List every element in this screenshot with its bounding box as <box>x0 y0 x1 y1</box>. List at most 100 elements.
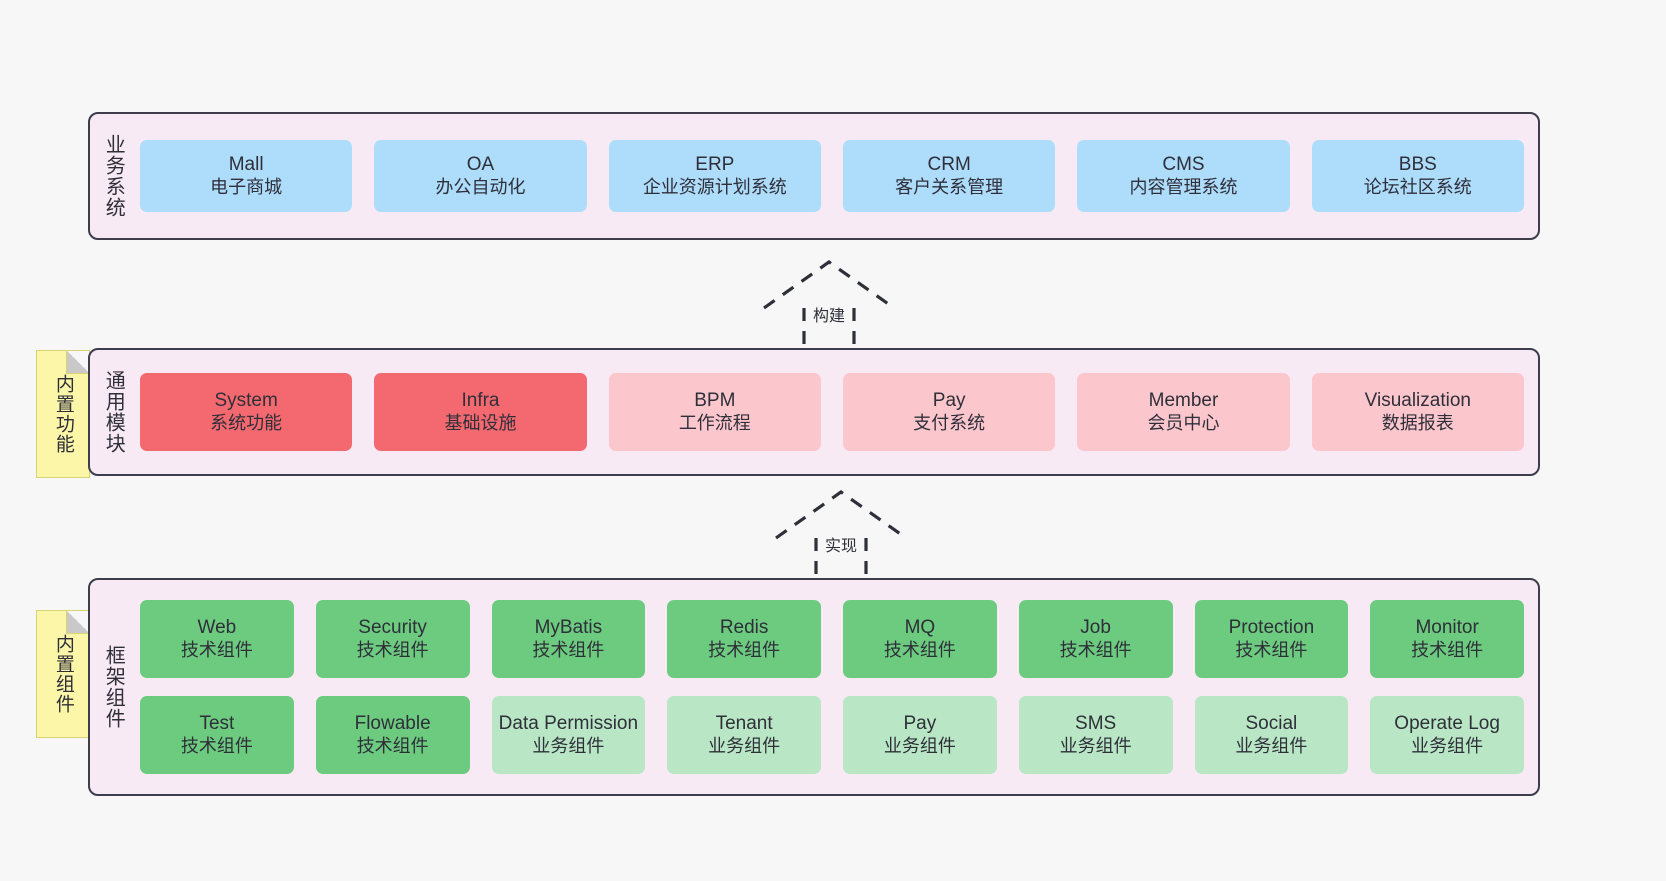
box-label-cn: 电子商城 <box>210 176 283 197</box>
box-label-cn: 技术组件 <box>1411 639 1484 660</box>
box-sms[interactable]: SMS 业务组件 <box>1018 696 1173 774</box>
box-label-en: Pay <box>903 713 937 735</box>
box-label-cn: 数据报表 <box>1381 412 1454 433</box>
box-label-en: Web <box>197 617 237 639</box>
layer-row: System 系统功能 Infra 基础设施 BPM 工作流程 Pay 支付系统… <box>140 373 1524 451</box>
box-monitor[interactable]: Monitor 技术组件 <box>1370 600 1524 678</box>
arrow-head-outline <box>775 490 907 540</box>
box-label-cn: 支付系统 <box>913 412 986 433</box>
layer-common-module[interactable]: 通用模块 System 系统功能 Infra 基础设施 BPM 工作流程 Pay… <box>88 348 1540 476</box>
box-label-cn: 办公自动化 <box>435 176 526 197</box>
box-mybatis[interactable]: MyBatis 技术组件 <box>491 600 646 678</box>
box-test[interactable]: Test 技术组件 <box>140 696 294 774</box>
box-label-en: Visualization <box>1364 390 1471 412</box>
box-label-cn: 工作流程 <box>678 412 751 433</box>
box-label-cn: 业务组件 <box>1235 735 1308 756</box>
box-visualization[interactable]: Visualization 数据报表 <box>1311 373 1524 451</box>
box-label-en: SMS <box>1075 713 1117 735</box>
box-infra[interactable]: Infra 基础设施 <box>374 373 587 451</box>
note-label: 内置组件 <box>52 634 74 714</box>
box-mq[interactable]: MQ 技术组件 <box>843 600 997 678</box>
layer-title-common-module: 通用模块 <box>102 370 125 454</box>
box-oa[interactable]: OA 办公自动化 <box>374 140 587 212</box>
box-label-cn: 技术组件 <box>356 639 429 660</box>
box-label-en: Tenant <box>715 713 773 735</box>
box-label-cn: 基础设施 <box>444 412 517 433</box>
layer-row: Mall 电子商城 OA 办公自动化 ERP 企业资源计划系统 CRM 客户关系… <box>140 140 1524 212</box>
box-cms[interactable]: CMS 内容管理系统 <box>1077 140 1290 212</box>
box-web[interactable]: Web 技术组件 <box>140 600 294 678</box>
box-label-en: Member <box>1148 390 1219 412</box>
box-operate-log[interactable]: Operate Log 业务组件 <box>1370 696 1524 774</box>
box-label-en: MyBatis <box>534 617 603 639</box>
arrow-head-outline <box>763 260 895 310</box>
box-label-cn: 系统功能 <box>210 412 283 433</box>
box-data-permission[interactable]: Data Permission 业务组件 <box>491 696 646 774</box>
box-label-en: Flowable <box>354 713 431 735</box>
box-label-en: Job <box>1080 617 1111 639</box>
box-label-cn: 技术组件 <box>1235 639 1308 660</box>
box-label-cn: 业务组件 <box>1059 735 1132 756</box>
layer-row: Test 技术组件 Flowable 技术组件 Data Permission … <box>140 696 1524 774</box>
box-job[interactable]: Job 技术组件 <box>1018 600 1173 678</box>
box-tenant[interactable]: Tenant 业务组件 <box>667 696 821 774</box>
layer-title-business-system: 业务系统 <box>102 134 125 218</box>
box-label-cn: 技术组件 <box>180 639 253 660</box>
box-bbs[interactable]: BBS 论坛社区系统 <box>1311 140 1524 212</box>
box-label-en: Social <box>1245 713 1298 735</box>
box-label-en: MQ <box>904 617 936 639</box>
box-label-cn: 论坛社区系统 <box>1363 176 1472 197</box>
box-system[interactable]: System 系统功能 <box>140 373 353 451</box>
note-label: 内置功能 <box>52 374 74 454</box>
layer-title-framework-component: 框架组件 <box>102 645 125 729</box>
box-label-en: OA <box>466 154 495 176</box>
box-redis[interactable]: Redis 技术组件 <box>667 600 821 678</box>
box-label-en: Operate Log <box>1394 713 1500 735</box>
box-pay[interactable]: Pay 支付系统 <box>842 373 1056 451</box>
box-label-en: Test <box>199 713 235 735</box>
box-label-cn: 会员中心 <box>1147 412 1220 433</box>
box-label-en: CRM <box>927 154 971 176</box>
box-label-cn: 企业资源计划系统 <box>642 176 787 197</box>
box-label-cn: 业务组件 <box>708 735 781 756</box>
box-social[interactable]: Social 业务组件 <box>1194 696 1349 774</box>
box-label-cn: 客户关系管理 <box>895 176 1004 197</box>
layer-body-business-system: Mall 电子商城 OA 办公自动化 ERP 企业资源计划系统 CRM 客户关系… <box>136 114 1538 238</box>
box-label-cn: 业务组件 <box>532 735 605 756</box>
box-flowable[interactable]: Flowable 技术组件 <box>315 696 470 774</box>
box-security[interactable]: Security 技术组件 <box>315 600 470 678</box>
box-bpm[interactable]: BPM 工作流程 <box>608 373 821 451</box>
layer-business-system[interactable]: 业务系统 Mall 电子商城 OA 办公自动化 ERP 企业资源计划系统 CRM… <box>88 112 1540 240</box>
note-builtin-component[interactable]: 内置组件 <box>36 610 90 738</box>
box-label-en: System <box>214 390 278 412</box>
box-label-en: ERP <box>695 154 735 176</box>
uml-arrow-implement: 实现 <box>766 486 916 586</box>
box-pay-business[interactable]: Pay 业务组件 <box>843 696 997 774</box>
box-label-cn: 业务组件 <box>883 735 956 756</box>
box-label-cn: 技术组件 <box>356 735 429 756</box>
box-label-en: Monitor <box>1415 617 1479 639</box>
box-label-cn: 内容管理系统 <box>1129 176 1238 197</box>
box-label-cn: 技术组件 <box>883 639 956 660</box>
box-label-en: CMS <box>1162 154 1205 176</box>
box-label-cn: 技术组件 <box>708 639 781 660</box>
box-label-en: Protection <box>1228 617 1315 639</box>
box-erp[interactable]: ERP 企业资源计划系统 <box>608 140 821 212</box>
box-mall[interactable]: Mall 电子商城 <box>140 140 353 212</box>
uml-arrow-build: 构建 <box>754 256 904 356</box>
box-member[interactable]: Member 会员中心 <box>1077 373 1290 451</box>
box-label-en: Mall <box>228 154 264 176</box>
box-label-cn: 技术组件 <box>532 639 605 660</box>
box-crm[interactable]: CRM 客户关系管理 <box>842 140 1056 212</box>
box-label-en: Redis <box>719 617 769 639</box>
note-builtin-function[interactable]: 内置功能 <box>36 350 90 478</box>
arrow-label-build: 构建 <box>812 308 846 325</box>
layer-body-framework-component: Web 技术组件 Security 技术组件 MyBatis 技术组件 Redi… <box>136 580 1538 794</box>
box-protection[interactable]: Protection 技术组件 <box>1194 600 1349 678</box>
layer-framework-component[interactable]: 框架组件 Web 技术组件 Security 技术组件 MyBatis 技术组件… <box>88 578 1540 796</box>
layer-row: Web 技术组件 Security 技术组件 MyBatis 技术组件 Redi… <box>140 600 1524 678</box>
box-label-en: Security <box>358 617 427 639</box>
box-label-cn: 技术组件 <box>180 735 253 756</box>
box-label-en: Data Permission <box>498 713 639 735</box>
